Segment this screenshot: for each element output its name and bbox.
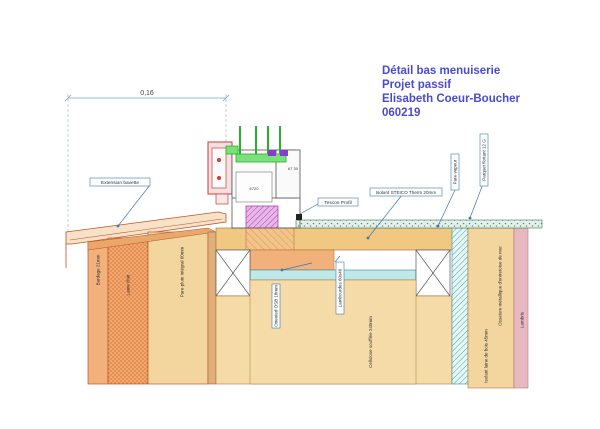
- title-line-2: Projet passif: [382, 79, 452, 91]
- svg-text:Pare-vapeur: Pare-vapeur: [453, 159, 458, 184]
- svg-text:Ossature métallique d'entretoi: Ossature métallique d'entretoise de mur: [498, 246, 503, 326]
- label-isolant-steico: Isolant STEICO Therm 20mm: [369, 187, 443, 197]
- magenta-block: [245, 205, 279, 229]
- leader-lines: [117, 175, 487, 271]
- dimension-0-16: 0,16: [64, 90, 230, 240]
- insulation-band: [249, 269, 417, 281]
- teal-hatched-column: [451, 227, 469, 385]
- lame-air-layer: [107, 237, 149, 385]
- svg-text:Bardage 21mm: Bardage 21mm: [96, 254, 101, 285]
- svg-text:Parquet flottant 12 G: Parquet flottant 12 G: [482, 139, 487, 181]
- svg-text:Oriented OSB 18mm: Oriented OSB 18mm: [274, 285, 279, 327]
- svg-text:Isolant laine de bois 45mm: Isolant laine de bois 45mm: [484, 329, 489, 383]
- lambris-panel: [513, 227, 529, 389]
- title-line-1: Détail bas menuiserie: [382, 65, 501, 77]
- svg-text:Lambris: Lambris: [520, 311, 525, 328]
- parquet-strip: [295, 219, 543, 229]
- label-lambourdes: Lambourdes 60x40: [335, 261, 345, 315]
- svg-text:Pare-pluie Intégral 60mm: Pare-pluie Intégral 60mm: [180, 246, 185, 297]
- label-extension-bavette: Extension bavette: [89, 177, 151, 187]
- svg-text:Extension bavette: Extension bavette: [101, 180, 139, 186]
- svg-text:Lame d'air: Lame d'air: [126, 274, 131, 295]
- label-bardage: Bardage 21mm: [96, 254, 101, 285]
- svg-text:Lambourdes 60x40: Lambourdes 60x40: [338, 268, 343, 307]
- pare-pluie-layer: [147, 231, 209, 385]
- svg-text:Tescon Profil: Tescon Profil: [324, 200, 351, 206]
- bavette: [65, 211, 227, 268]
- title-block: Détail bas menuiserie Projet passif Elis…: [382, 64, 520, 120]
- svg-text:Isolant STEICO Therm 20mm: Isolant STEICO Therm 20mm: [376, 190, 437, 195]
- frame-dim-6720: 6720: [250, 186, 260, 191]
- label-oriented-osb: Oriented OSB 18mm: [271, 283, 281, 329]
- label-lambris: Lambris: [520, 311, 525, 328]
- window-frame: 6720 67 30: [207, 126, 302, 229]
- title-line-3: Elisabeth Coeur-Boucher: [382, 93, 521, 105]
- lambourdes: [249, 249, 335, 271]
- frame-dim-6730: 67 30: [288, 166, 299, 171]
- title-line-4: 060219: [382, 107, 421, 119]
- dimension-label: 0,16: [140, 90, 154, 97]
- label-ossature: Ossature métallique d'entretoise de mur: [498, 246, 503, 326]
- label-tescon-profil: Tescon Profil: [317, 197, 359, 207]
- label-parquet: Parquet flottant 12 G: [479, 133, 489, 187]
- label-isolant-laine: Isolant laine de bois 45mm: [484, 329, 489, 383]
- label-pare-pluie: Pare-pluie Intégral 60mm: [180, 246, 185, 297]
- label-lame-air: Lame d'air: [126, 274, 131, 295]
- label-cellulose: Cellulose soufflée 240mm: [368, 316, 373, 368]
- svg-text:Cellulose soufflée 240mm: Cellulose soufflée 240mm: [368, 316, 373, 368]
- label-pare-vapeur: Pare-vapeur: [450, 153, 460, 191]
